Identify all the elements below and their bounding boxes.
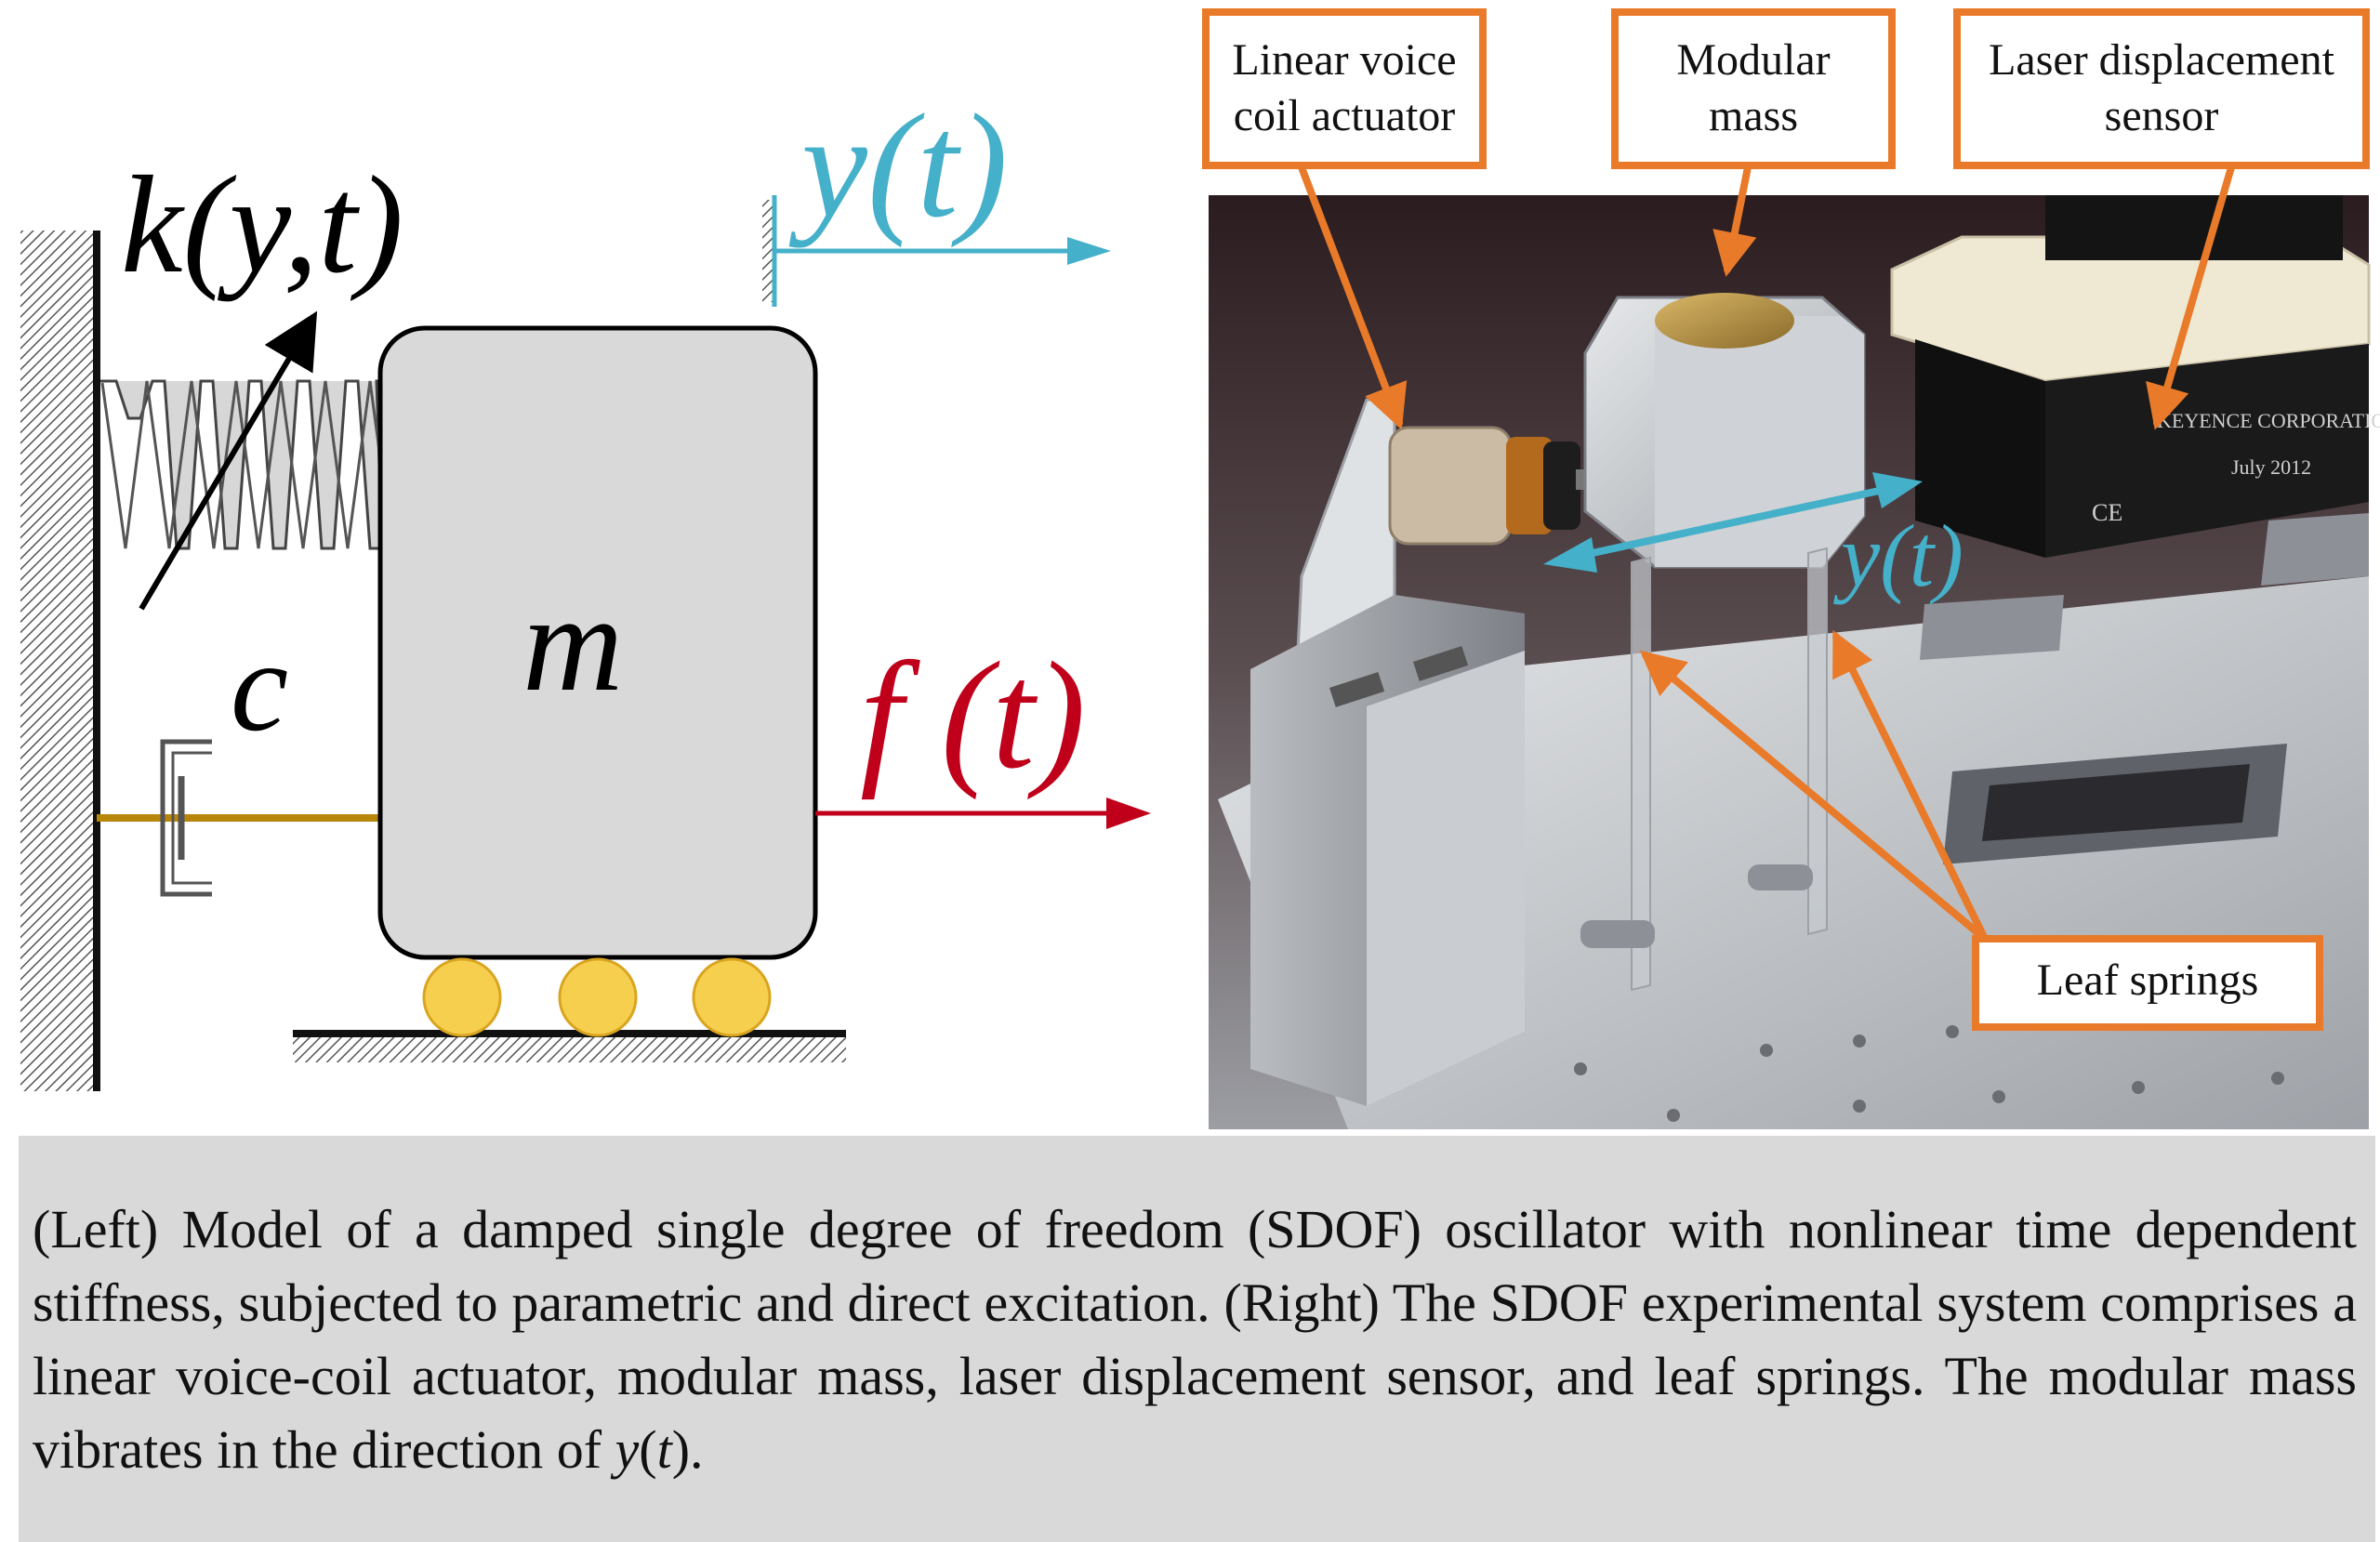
svg-text:KEYENCE CORPORATION: KEYENCE CORPORATION	[2157, 409, 2380, 432]
photo-arrowhead-left	[1543, 537, 1597, 573]
svg-text:Modular: Modular	[1676, 35, 1830, 85]
photo-displacement-arrow	[1570, 484, 1893, 561]
photo-arrowhead-right	[1872, 472, 1923, 508]
svg-text:CE: CE	[2092, 499, 2122, 526]
laser-sensor	[1915, 339, 2045, 558]
sensor-label-text: KEYENCE CORPORATION July 2012 CE	[2092, 409, 2380, 526]
svg-text:Linear voice: Linear voice	[1232, 35, 1456, 85]
figure: k(y,t) c m y(t) f (t)	[20, 8, 2380, 1129]
spring	[100, 379, 389, 550]
svg-text:mass: mass	[1709, 91, 1798, 140]
stiffness-label: k(y,t)	[121, 148, 403, 302]
callout-mass: Modular mass	[1611, 8, 1896, 169]
displacement-reference	[762, 195, 1111, 307]
displacement-arrowhead	[1067, 237, 1111, 265]
caption-variable: y	[615, 1419, 640, 1480]
caption-paren: (	[639, 1419, 657, 1480]
svg-text:sensor: sensor	[2105, 91, 2219, 140]
variable-stiffness-arrow	[139, 310, 318, 611]
caption-variable-t: t	[656, 1419, 672, 1480]
sdof-model: k(y,t) c m y(t) f (t)	[20, 83, 1151, 1091]
mass-label: m	[522, 566, 623, 720]
svg-text:Laser displacement: Laser displacement	[1989, 35, 2335, 85]
force-arrowhead	[1106, 797, 1151, 829]
damper-cylinder	[160, 739, 212, 897]
roller	[558, 957, 638, 1037]
roller	[692, 957, 772, 1037]
caption-text: (Left) Model of a damped single degree o…	[33, 1199, 2357, 1480]
callout-sensor: Laser displacement sensor	[1953, 8, 2370, 169]
callout-arrows	[1298, 164, 2235, 942]
callout-actuator: Linear voice coil actuator	[1202, 8, 1487, 169]
wall-hatch	[20, 231, 95, 1091]
callout-springs: Leaf springs	[1972, 935, 2323, 1031]
svg-text:July 2012: July 2012	[2231, 455, 2311, 479]
displacement-label: y(t)	[788, 83, 1008, 248]
caption-panel	[19, 1136, 2375, 1542]
force-label: f (t)	[860, 630, 1086, 800]
mass-block	[377, 325, 818, 960]
leaf-spring	[1807, 547, 1828, 936]
figure-caption: (Left) Model of a damped single degree o…	[33, 1193, 2357, 1486]
caption-end: ).	[671, 1419, 704, 1480]
svg-text:coil actuator: coil actuator	[1234, 91, 1456, 140]
brass-weight	[1655, 293, 1794, 349]
roller	[422, 957, 502, 1037]
voice-coil	[1388, 426, 1513, 546]
photo-displacement-label: y(t)	[1833, 507, 1964, 605]
damping-label: c	[231, 614, 288, 758]
ground-hatch	[293, 1035, 846, 1062]
svg-text:Leaf springs: Leaf springs	[2037, 956, 2259, 1005]
experimental-photo: KEYENCE CORPORATION July 2012 CE y(t) Li…	[1202, 8, 2380, 1129]
